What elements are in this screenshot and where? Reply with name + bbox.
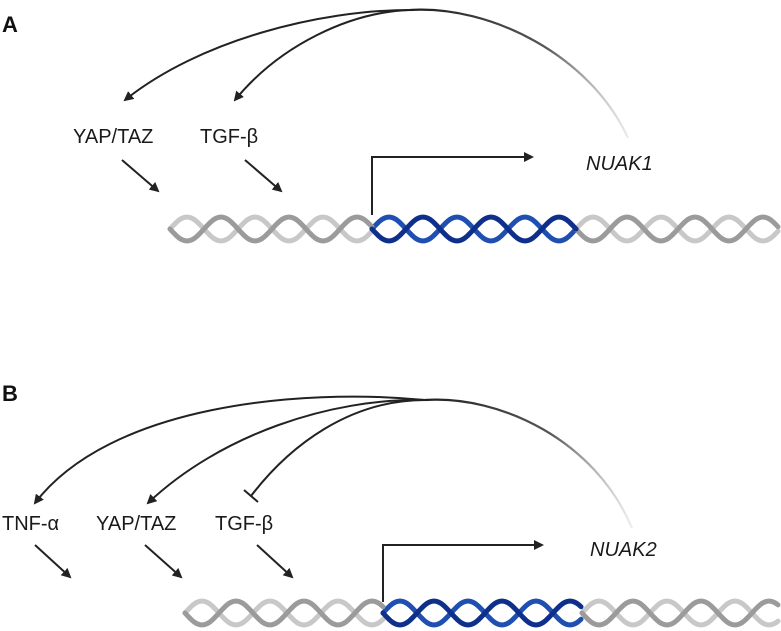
- panel-b-letter: B: [2, 381, 18, 406]
- panel-b-tnf-alpha-to-dna-arrow: [34, 544, 72, 579]
- dna-flank-left-front-strand: [182, 598, 386, 628]
- panel-a-letter: A: [2, 12, 18, 37]
- panel-b: B TNF-α YAP/TAZ TGF-β NUAK2: [2, 381, 781, 628]
- panel-a-dna-helix: [167, 214, 781, 244]
- panel-b-transcription-start-arrow: [382, 540, 544, 602]
- panel-a-gene-name: NUAK1: [586, 153, 653, 175]
- panel-b-tgf-beta-to-dna-arrow: [256, 544, 294, 579]
- panel-a-feedback-trunk: [409, 8, 629, 139]
- panel-a-yap-taz-to-dna-arrow: [121, 159, 160, 193]
- dna-flank-left-front-strand: [167, 214, 375, 244]
- panel-b-dna-helix: [182, 598, 781, 628]
- panel-a-feedback-arrow-yap-taz: [123, 9, 411, 102]
- panel-b-regulator-yap-taz: YAP/TAZ: [96, 513, 176, 535]
- panel-a: A YAP/TAZ TGF-β NUAK1: [2, 8, 781, 244]
- dna-flank-right-front-strand: [573, 214, 781, 244]
- panel-b-regulator-tnf-alpha: TNF-α: [2, 513, 59, 535]
- panel-b-yap-taz-to-dna-arrow: [144, 544, 183, 579]
- panel-b-regulator-tgf-beta: TGF-β: [215, 513, 273, 535]
- panel-a-regulator-tgf-beta: TGF-β: [200, 126, 258, 148]
- panel-b-feedback-arrow-tnf-alpha: [33, 395, 426, 505]
- panel-b-feedback-arrow-yap-taz: [146, 398, 426, 505]
- panel-a-feedback-arrow-tgf-beta: [233, 9, 411, 102]
- panel-a-regulator-yap-taz: YAP/TAZ: [73, 126, 153, 148]
- panel-b-inhibition-bar: [243, 489, 259, 503]
- dna-flank-right-front-strand: [579, 598, 781, 628]
- panel-a-tgf-beta-to-dna-arrow: [244, 159, 283, 193]
- dna-gene-front-strand: [369, 214, 579, 244]
- dna-gene-front-strand: [380, 598, 584, 628]
- panel-b-feedback-trunk: [424, 398, 634, 529]
- panel-a-transcription-start-arrow: [371, 152, 534, 215]
- panel-b-gene-name: NUAK2: [590, 539, 657, 561]
- panel-b-feedback-inhibition-tgf-beta: [250, 399, 426, 497]
